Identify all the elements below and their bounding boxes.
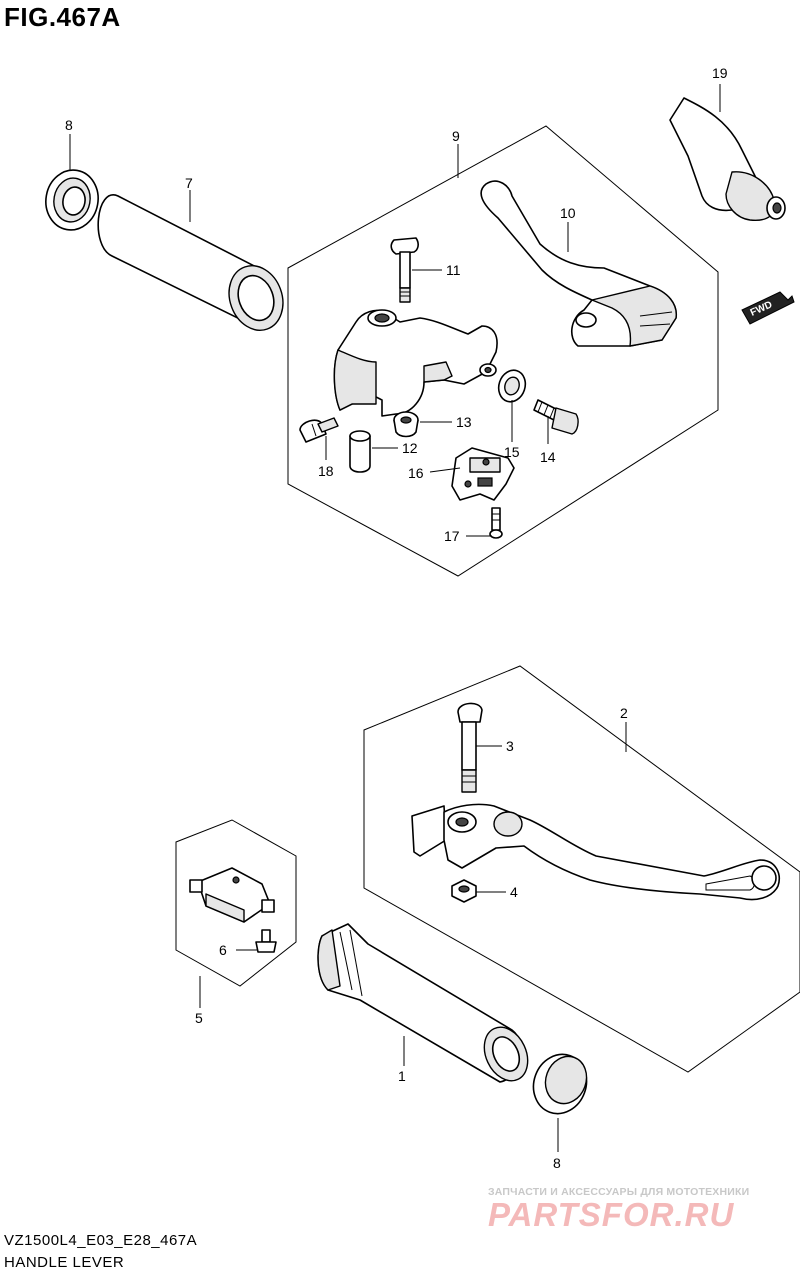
callout-4: 4 (510, 884, 518, 900)
watermark-brand: PARTSFOR.RU (488, 1196, 735, 1233)
part-12-collar[interactable] (349, 430, 371, 473)
callout-13: 13 (456, 414, 472, 430)
callout-2: 2 (620, 705, 628, 721)
part-9-lever-bracket[interactable] (333, 309, 498, 417)
part-8-top[interactable] (41, 166, 103, 234)
callout-14: 14 (540, 449, 556, 465)
callout-15: 15 (504, 444, 520, 460)
callout-17: 17 (444, 528, 460, 544)
part-19-boot[interactable] (669, 97, 786, 221)
part-15-ring[interactable] (495, 367, 530, 405)
part-10-clutch-lever[interactable] (480, 180, 677, 347)
callout-12: 12 (402, 440, 418, 456)
part-4-nut[interactable] (451, 879, 477, 903)
group-box-2 (363, 665, 800, 1073)
part-17-screw[interactable] (489, 507, 503, 539)
group-box-5 (175, 819, 297, 987)
callout-3: 3 (506, 738, 514, 754)
callout-11: 11 (446, 262, 461, 278)
leader-lines (69, 84, 721, 1152)
part-14-adjuster[interactable] (533, 399, 579, 435)
part-13-nut[interactable] (393, 411, 419, 438)
part-8-bottom-cap[interactable] (525, 1047, 594, 1121)
callout-5: 5 (195, 1010, 203, 1026)
section-name: HANDLE LEVER (4, 1254, 125, 1271)
callout-9: 9 (452, 128, 460, 144)
watermark-tagline: ЗАПЧАСТИ И АКСЕССУАРЫ ДЛЯ МОТОТЕХНИКИ (488, 1186, 750, 1198)
part-11-bolt[interactable] (390, 237, 419, 303)
fwd-arrow-icon: FWD (741, 291, 795, 325)
model-code: VZ1500L4_E03_E28_467A (4, 1232, 198, 1249)
callout-1: 1 (398, 1068, 406, 1084)
callout-6: 6 (219, 942, 227, 958)
callout-7: 7 (185, 175, 193, 191)
callout-18: 18 (318, 463, 334, 479)
callout-19: 19 (712, 65, 728, 81)
group-box-9 (287, 125, 719, 577)
part-6-screw[interactable] (255, 929, 277, 953)
callout-16: 16 (408, 465, 424, 481)
callout-8-bottom: 8 (553, 1155, 561, 1171)
part-1-throttle-grip[interactable] (317, 923, 536, 1088)
part-7-grip[interactable] (97, 194, 292, 338)
part-3-pivot-bolt[interactable] (457, 702, 483, 793)
callout-10: 10 (560, 205, 576, 221)
figure-title: FIG.467A (4, 2, 121, 32)
part-5-stop-switch[interactable] (189, 867, 275, 923)
callout-8-top: 8 (65, 117, 73, 133)
part-2-brake-lever[interactable] (411, 803, 780, 901)
part-18-screw[interactable] (299, 417, 339, 443)
part-16-switch[interactable] (451, 447, 515, 501)
